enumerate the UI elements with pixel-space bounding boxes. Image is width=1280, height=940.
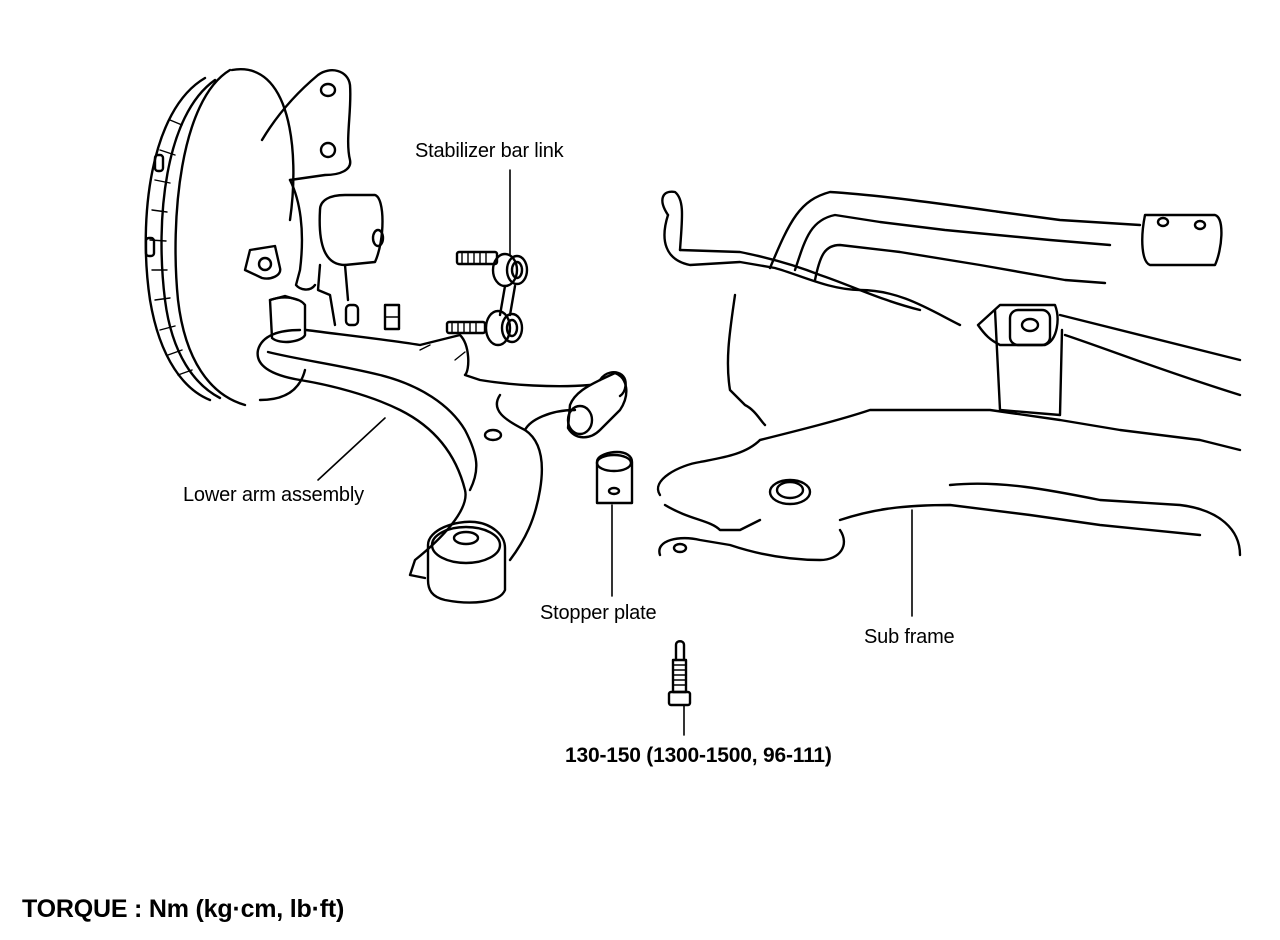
brake-disc-hub	[144, 68, 307, 407]
sub-frame-label: Sub frame	[864, 626, 955, 648]
bolt-torque-spec: 130-150 (1300-1500, 96-111)	[565, 744, 832, 767]
sub-frame	[656, 190, 1242, 617]
stabilizer-bar-link-label: Stabilizer bar link	[415, 140, 564, 162]
stabilizer-bar-link	[445, 169, 529, 347]
mounting-bolt	[667, 640, 692, 736]
steering-knuckle	[243, 69, 401, 344]
front-bushing	[566, 371, 628, 439]
lower-arm-leader	[317, 417, 386, 481]
stopper-plate-label: Stopper plate	[540, 602, 657, 624]
lower-arm-assembly-label: Lower arm assembly	[183, 484, 364, 506]
stopper-plate	[595, 450, 634, 597]
rear-bushing	[426, 520, 507, 604]
torque-units-legend: TORQUE : Nm (kg·cm, lb·ft)	[22, 895, 345, 923]
lower-arm	[256, 328, 592, 580]
